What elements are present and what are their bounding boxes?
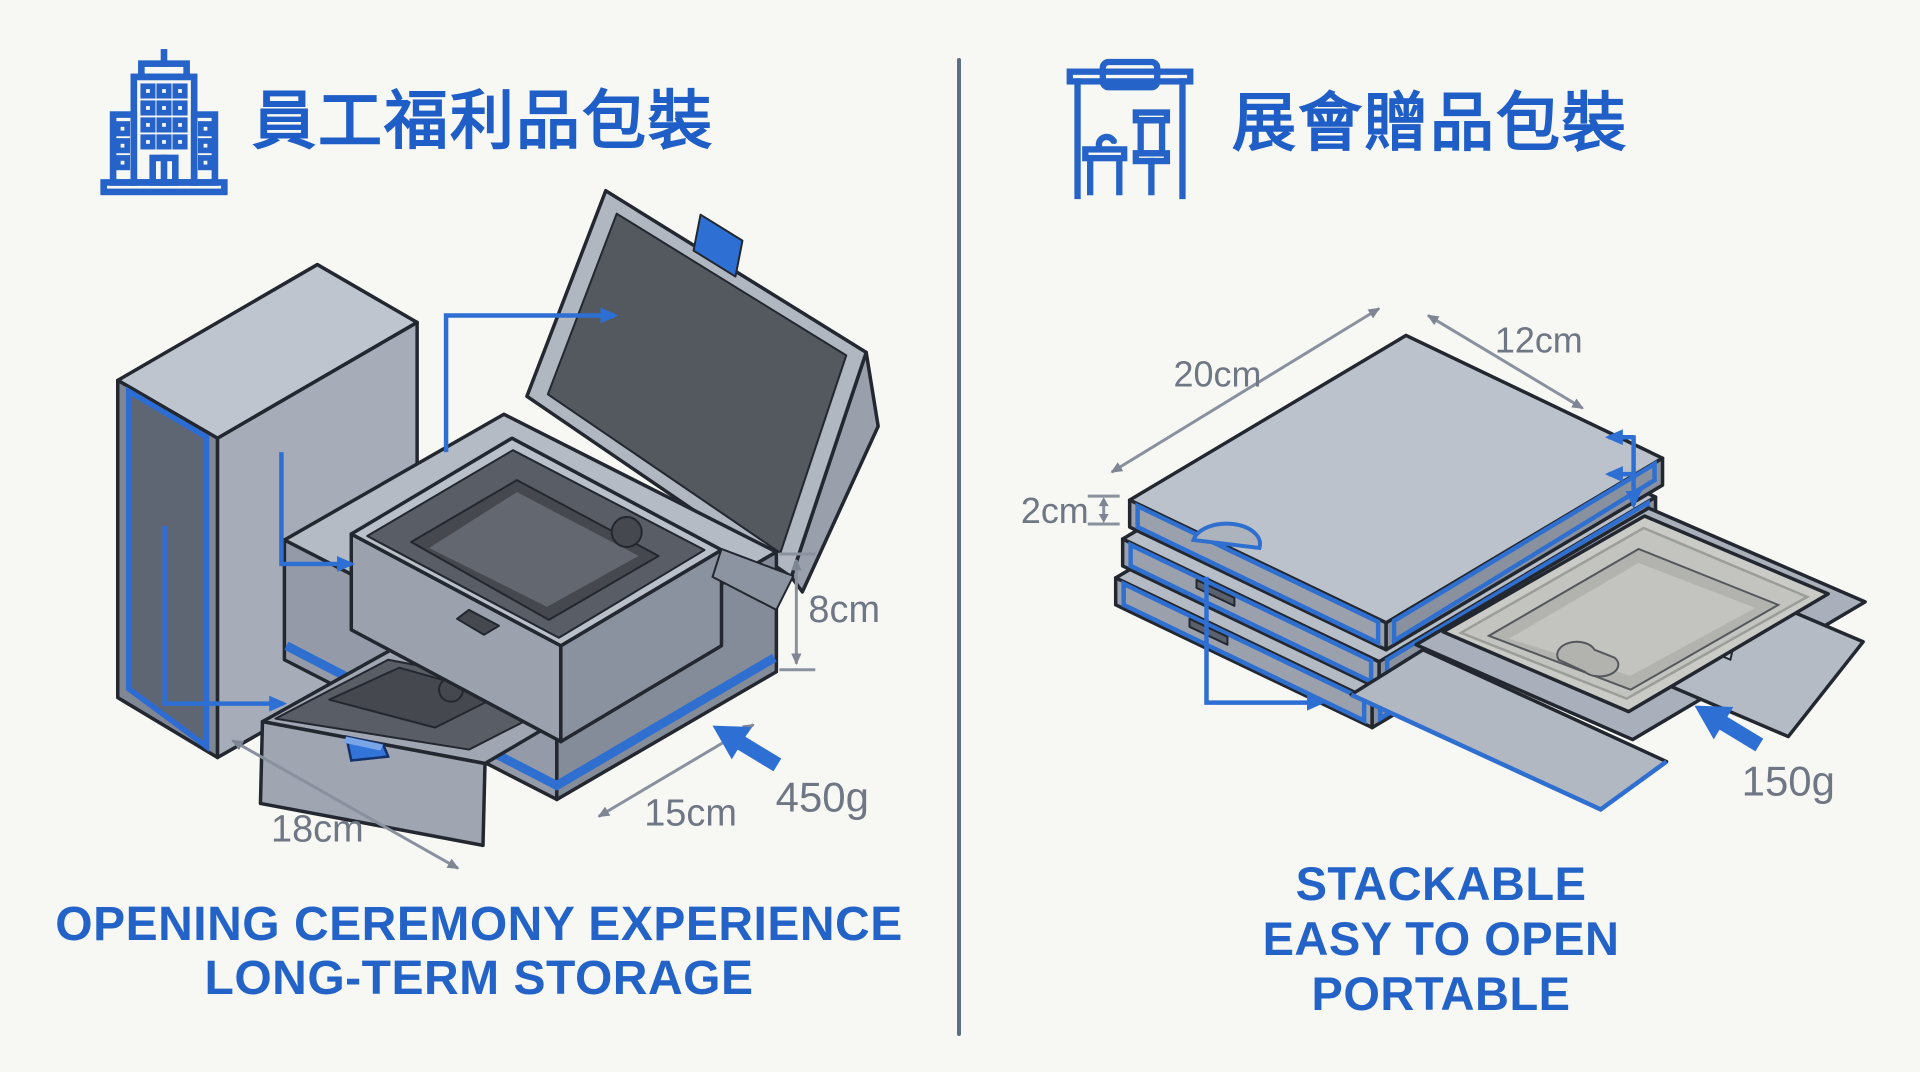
- dim-width-label: 12cm: [1495, 319, 1583, 360]
- foam-box-callout-arrow: [279, 452, 356, 572]
- left-panel: 員工福利品包裝: [0, 0, 958, 1072]
- open-tray-callout-arrow: [1204, 576, 1326, 711]
- open-tray-box: [1349, 506, 1867, 813]
- weight-label: 150g: [1742, 757, 1835, 804]
- right-title: 展會贈品包裝: [1232, 87, 1628, 159]
- office-building-icon: [100, 49, 228, 196]
- right-caption-line3: PORTABLE: [1311, 967, 1571, 1020]
- right-panel: 展會贈品包裝: [962, 0, 1920, 1072]
- left-title: 員工福利品包裝: [252, 85, 714, 157]
- lid-blue-tab: [692, 213, 744, 278]
- dim-length-label: 20cm: [1174, 353, 1262, 394]
- dim-thickness-label: 2cm: [1021, 490, 1089, 531]
- dimension-annotations: 18cm 15cm 8cm 450g: [231, 552, 880, 870]
- dim-width-label: 15cm: [644, 792, 737, 834]
- right-caption-line1: STACKABLE: [1295, 857, 1587, 910]
- drawer-callout-arrow: [162, 526, 288, 712]
- panel-divider: [957, 58, 961, 1036]
- weight-label: 450g: [776, 773, 869, 820]
- dim-length-label: 18cm: [271, 808, 364, 850]
- callout-connectors: [162, 307, 619, 712]
- right-caption: STACKABLE EASY TO OPEN PORTABLE: [962, 856, 1920, 1021]
- left-caption-line2: LONG-TERM STORAGE: [204, 952, 754, 1005]
- left-header: 員工福利品包裝: [0, 0, 958, 220]
- pulp-tray-insert: [1441, 514, 1830, 714]
- thumb-notch-arc: [1190, 521, 1262, 551]
- sleeve-opening-blue-trim: [125, 386, 210, 753]
- weight-arrow: [712, 725, 782, 772]
- right-caption-line2: EASY TO OPEN: [1262, 912, 1620, 965]
- left-caption-line1: OPENING CEREMONY EXPERIENCE: [55, 898, 903, 951]
- lid-callout-arrow: [443, 307, 619, 453]
- dimension-annotations: 20cm 12cm 2cm 150g: [1021, 307, 1835, 804]
- employee-gift-box-diagram: 18cm 15cm 8cm 450g: [116, 188, 880, 870]
- right-header: 展會贈品包裝: [962, 0, 1920, 220]
- exhibition-booth-icon: [1066, 58, 1194, 200]
- dim-height-label: 8cm: [808, 589, 880, 631]
- callout-connectors: [1204, 429, 1642, 711]
- exhibition-gift-box-diagram: 20cm 12cm 2cm 150g: [1021, 307, 1867, 813]
- left-caption: OPENING CEREMONY EXPERIENCE LONG-TERM ST…: [0, 898, 958, 1006]
